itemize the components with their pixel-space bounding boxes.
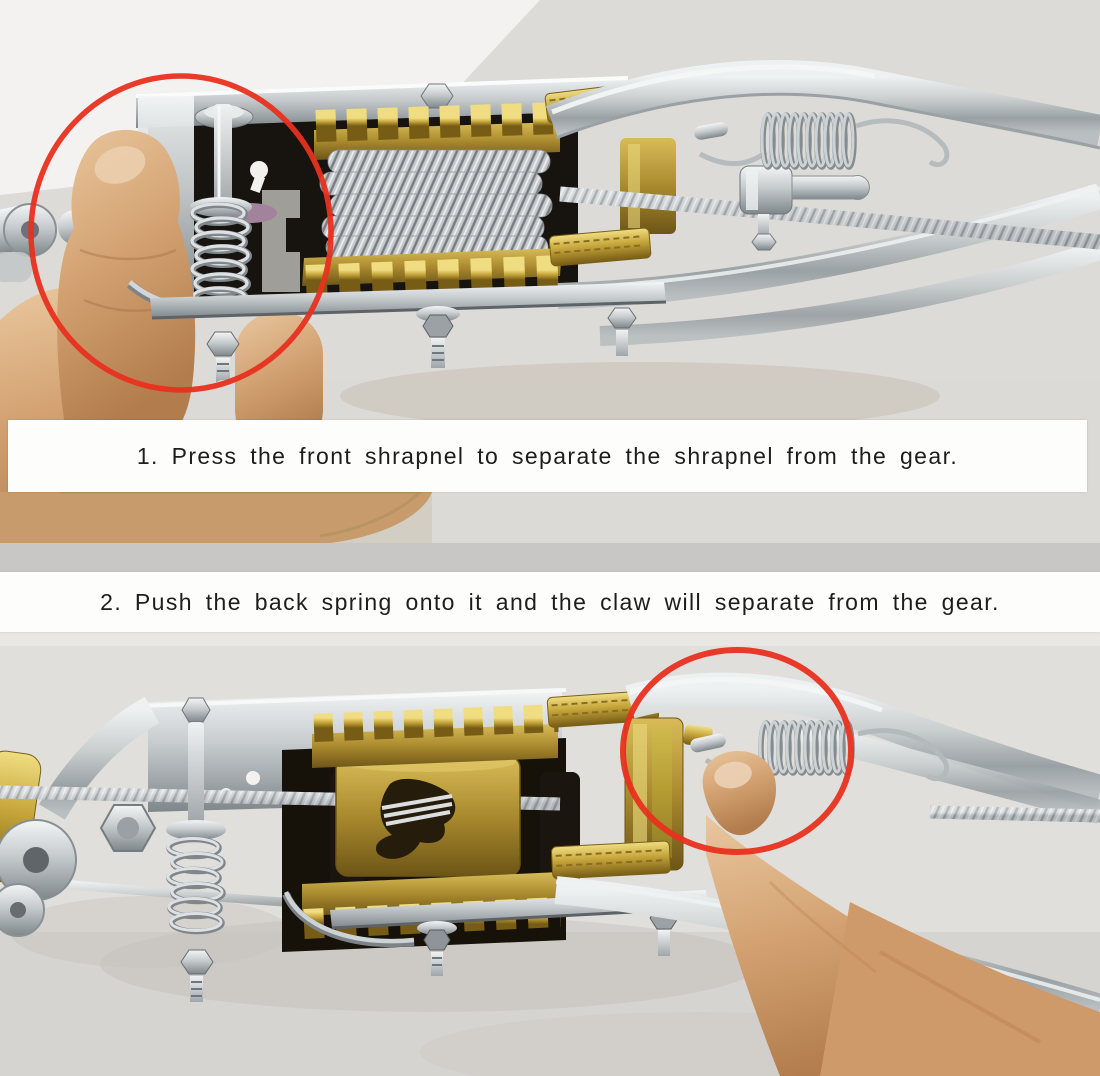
ratchet-gear-top-back bbox=[312, 704, 559, 768]
photo-bottom-push-spring bbox=[0, 632, 1100, 1076]
finger-below-band bbox=[0, 490, 432, 543]
lower-strap bbox=[150, 282, 666, 318]
top-nut bbox=[420, 83, 454, 109]
red-circle-annotation-bottom bbox=[620, 647, 854, 855]
cable-clamp bbox=[739, 165, 870, 251]
grey-divider bbox=[0, 543, 1100, 572]
front-pin-back-view bbox=[166, 697, 226, 1002]
instruction-band-1: 1. Press the front shrapnel to separate … bbox=[8, 420, 1087, 492]
cable-strands-in-drum bbox=[381, 794, 453, 826]
finger-nail bbox=[714, 761, 752, 789]
steel-cable bbox=[559, 186, 1100, 250]
ratchet-gear-bottom bbox=[302, 248, 563, 295]
red-circle-annotation-top bbox=[28, 73, 334, 393]
instruction-step-1: 1. Press the front shrapnel to separate … bbox=[136, 442, 959, 469]
empty-drum bbox=[335, 752, 521, 877]
instruction-step-2: 2. Push the back spring onto it and the … bbox=[100, 588, 1000, 615]
back-spring bbox=[694, 112, 950, 170]
cable-puller-body bbox=[0, 60, 1100, 346]
thumb-nail bbox=[94, 146, 146, 184]
claw-link bbox=[546, 689, 713, 880]
pointing-hand bbox=[702, 751, 1100, 1076]
cable-right bbox=[929, 805, 1100, 823]
flag-tab bbox=[791, 175, 870, 200]
keyhole-slot bbox=[250, 161, 268, 179]
wound-cable-coil bbox=[319, 149, 553, 259]
instruction-band-2: 2. Push the back spring onto it and the … bbox=[0, 572, 1100, 632]
front-shrapnel-spring-pin bbox=[190, 104, 254, 310]
photo-bottom-illustration bbox=[0, 632, 1100, 1076]
pin-bottom-nut bbox=[206, 331, 240, 357]
finger-behind-spring bbox=[235, 312, 323, 452]
